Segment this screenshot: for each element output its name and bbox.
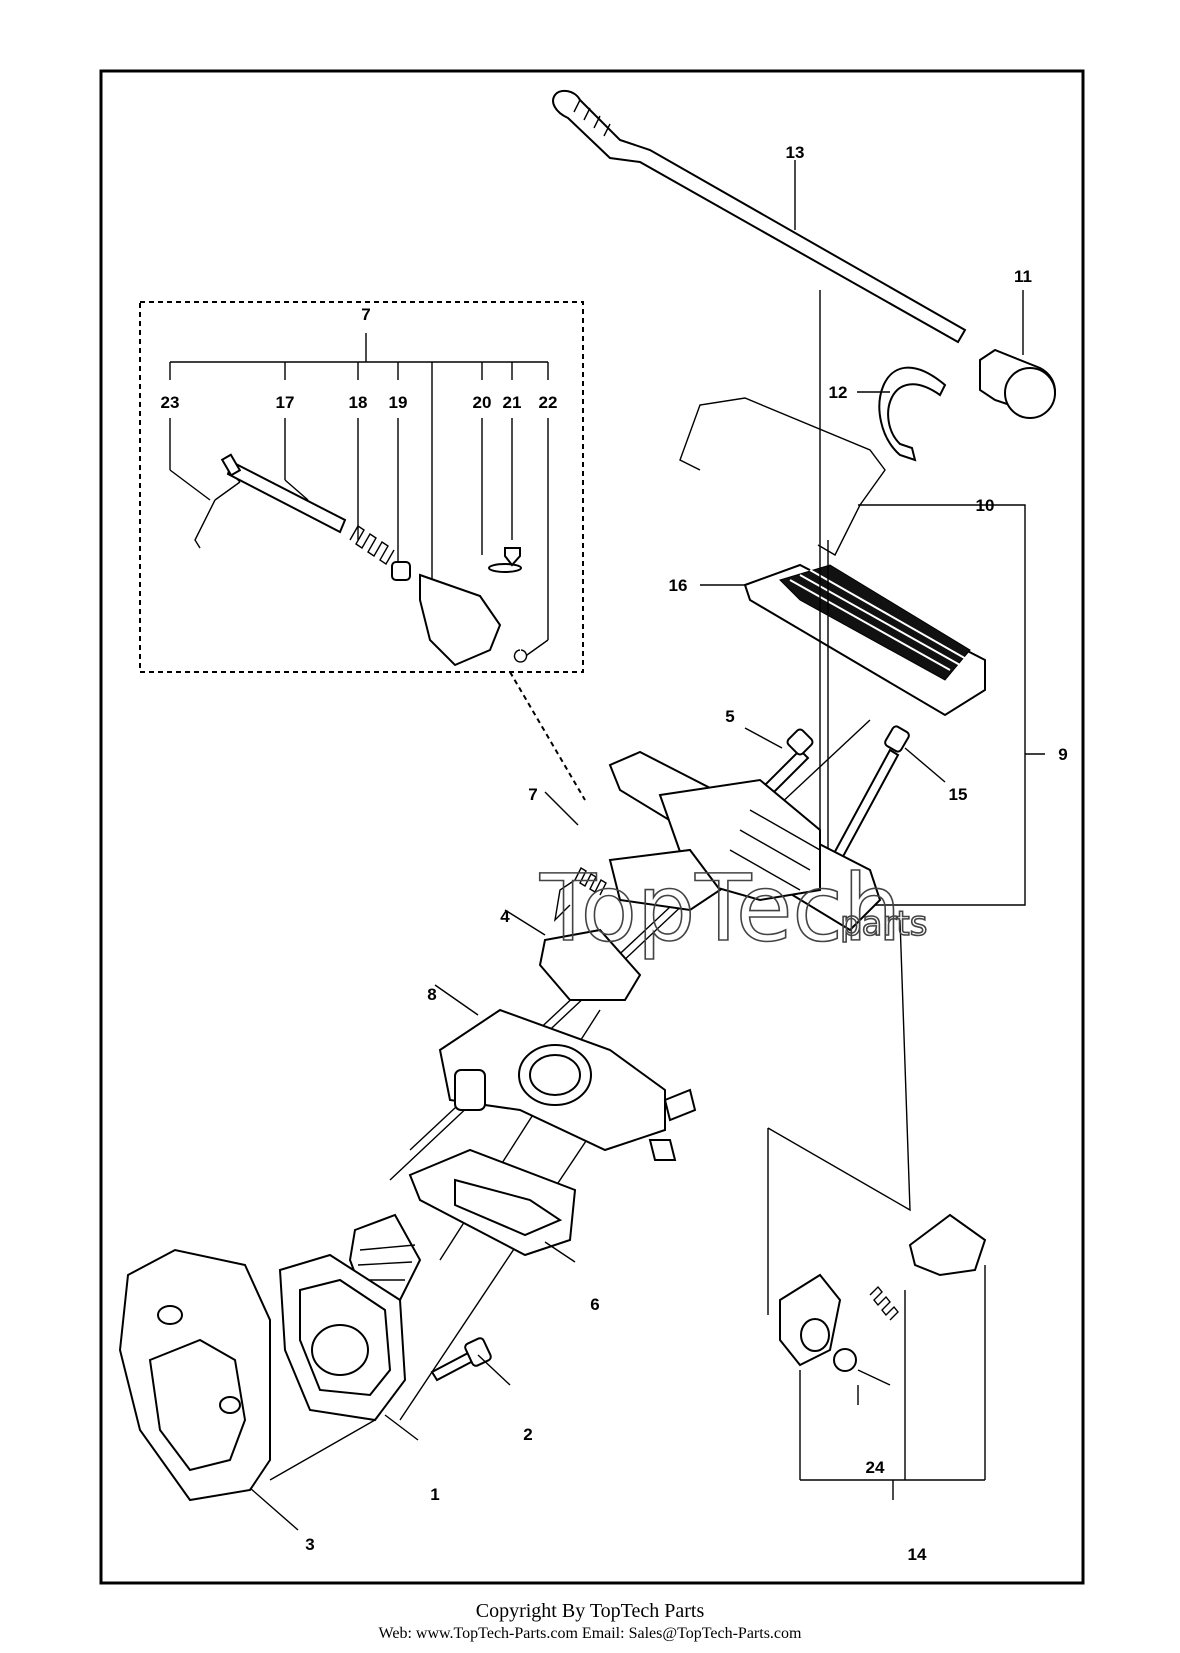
inset-label-22: 22 <box>539 393 558 412</box>
part-8-carburetor <box>434 984 697 1161</box>
inset-label-18: 18 <box>349 393 368 412</box>
callout-1: 1 <box>430 1485 439 1504</box>
inset-label-20: 20 <box>473 393 492 412</box>
callout-14: 14 <box>908 1545 927 1564</box>
inset-header-label: 7 <box>361 305 370 324</box>
callout-3: 3 <box>305 1535 314 1554</box>
part-6 <box>408 1148 577 1263</box>
inset-label-17: 17 <box>276 393 295 412</box>
callout-7: 7 <box>528 785 537 804</box>
callout-13: 13 <box>786 143 805 162</box>
callout-15: 15 <box>949 785 968 804</box>
part-1-flange <box>278 1253 419 1441</box>
part-11-bulb <box>979 290 1056 419</box>
callout-5: 5 <box>725 707 734 726</box>
watermark: TopTech parts <box>538 854 928 963</box>
contact-line: Web: www.TopTech-Parts.com Email: Sales@… <box>378 1625 802 1642</box>
callout-9: 9 <box>1058 745 1067 764</box>
part-7-assembled <box>544 791 607 923</box>
copyright-line: Copyright By TopTech Parts <box>475 1600 705 1622</box>
inset-label-19: 19 <box>389 393 408 412</box>
callout-10: 10 <box>976 496 995 515</box>
part-5-screw <box>744 727 814 800</box>
part-12-hose <box>857 366 947 462</box>
part-16-filter <box>700 563 986 717</box>
inset-parts <box>194 453 528 667</box>
inset-pointer-7 <box>509 671 586 801</box>
callout-8: 8 <box>427 985 436 1004</box>
filter-housing <box>608 750 882 932</box>
callout-11: 11 <box>1014 267 1032 286</box>
diagram-frame <box>99 69 1085 1585</box>
inset-box-7 <box>139 301 584 673</box>
part-13-rod <box>552 89 967 344</box>
spring-18 <box>349 525 395 565</box>
part-14-choke <box>767 919 987 1500</box>
callout-16: 16 <box>669 576 688 595</box>
inset-label-21: 21 <box>503 393 522 412</box>
svg-text:TopTech: TopTech <box>539 855 901 962</box>
part-10-wire <box>679 397 1045 906</box>
part-15-screw <box>823 725 946 877</box>
svg-text:parts: parts <box>840 904 927 944</box>
part-3-cover <box>118 1248 299 1531</box>
inset-bracket <box>169 333 549 661</box>
callout-4: 4 <box>500 907 510 926</box>
inset-label-23: 23 <box>161 393 180 412</box>
callout-6: 6 <box>590 1295 599 1314</box>
part-2-bolt <box>430 1337 511 1386</box>
callout-24: 24 <box>866 1458 885 1477</box>
callout-12: 12 <box>829 383 848 402</box>
part-4 <box>504 909 642 1001</box>
callout-2: 2 <box>523 1425 532 1444</box>
